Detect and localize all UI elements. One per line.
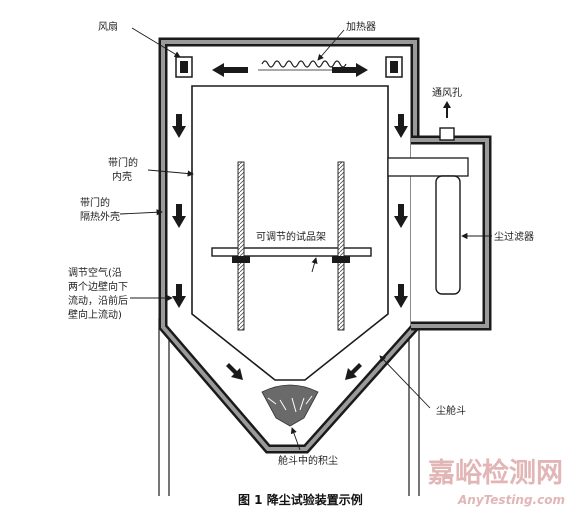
air-label-line2: 两个边壁向下 [68, 280, 128, 293]
fan-left-icon [175, 56, 193, 78]
hopper-flow-arrows [226, 363, 362, 380]
watermark-site: AnyTesting.com [457, 493, 565, 507]
dust-filter-assembly [387, 127, 492, 331]
heater-coil [261, 60, 347, 68]
dust-in-hopper-label: 舱斗中的积尘 [278, 454, 338, 467]
figure-caption: 图 1 降尘试验装置示例 [238, 492, 363, 507]
adjustable-specimen-rack [211, 161, 372, 331]
top-airflow-arrows [212, 63, 368, 77]
fan-right-icon [385, 56, 403, 78]
vent-label: 通风孔 [432, 87, 462, 99]
outer-shell-label-line2: 隔热外壳 [80, 210, 120, 223]
support-legs [158, 318, 420, 496]
left-downflow-arrows [172, 114, 186, 308]
air-label-line1: 调节空气(沿 [68, 266, 122, 279]
dust-filter-label: 尘过滤器 [494, 230, 534, 243]
dust-hopper-label: 尘舱斗 [436, 404, 466, 417]
watermark-name: 嘉峪检测网 [428, 457, 563, 489]
accumulated-dust [261, 384, 319, 427]
inner-shell-label-line2: 内壳 [112, 170, 132, 183]
fan-label: 风扇 [98, 20, 118, 33]
outer-shell-label-line1: 带门的 [80, 196, 110, 209]
right-downflow-arrows [394, 114, 408, 308]
leader-lines [119, 27, 492, 451]
air-label-line4: 壁向上流动) [68, 308, 122, 321]
specimen-rack-label: 可调节的试品架 [256, 230, 326, 243]
air-label-line3: 流动，沿前后 [68, 294, 128, 307]
heater-label: 加热器 [346, 20, 376, 33]
inner-shell-label-line1: 带门的 [108, 156, 138, 169]
vent-arrow-icon [443, 101, 451, 118]
